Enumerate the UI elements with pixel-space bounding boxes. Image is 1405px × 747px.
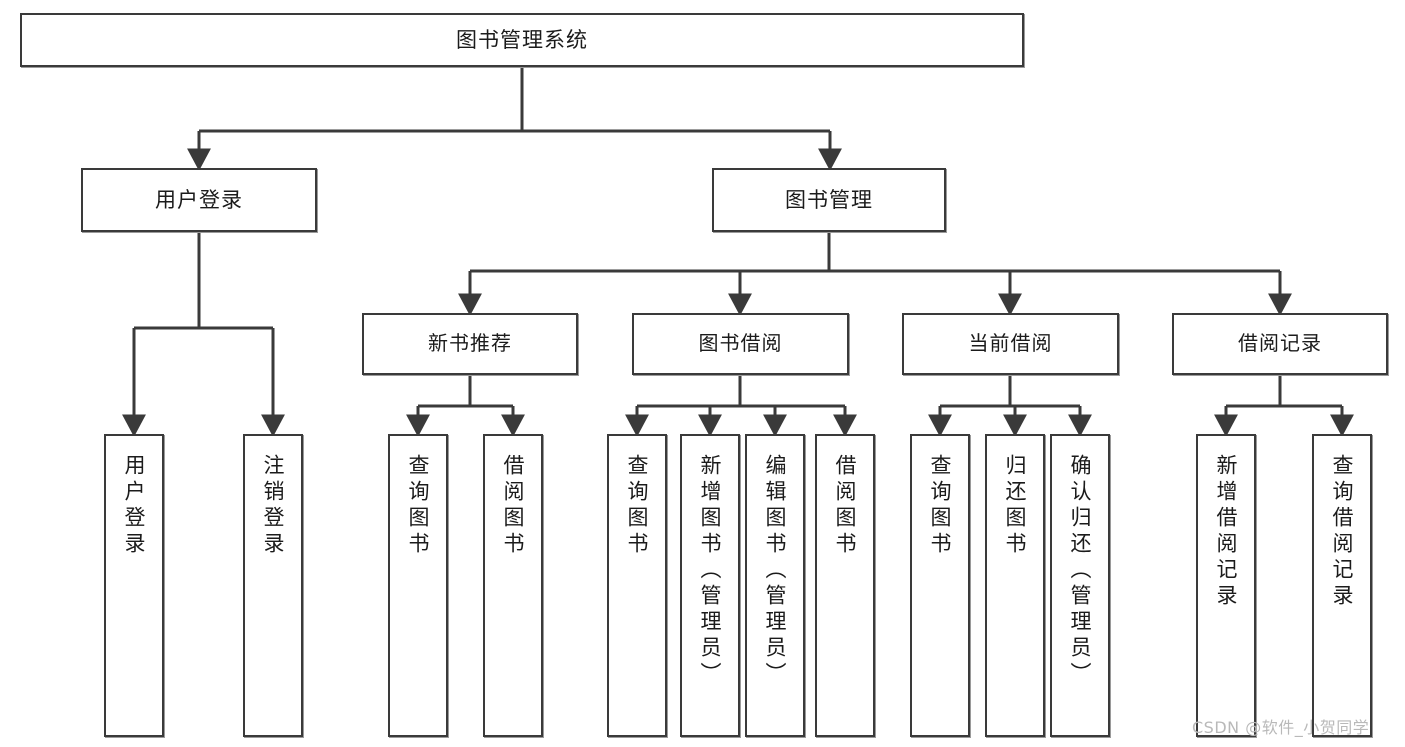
node-new-book-recommend[interactable]: 新书推荐 (362, 313, 578, 375)
node-label: 新增图书（管理员） (698, 454, 723, 688)
leaf-logout[interactable]: 注销登录 (243, 434, 303, 737)
node-current-borrow[interactable]: 当前借阅 (902, 313, 1119, 375)
leaf-query-borrow-record[interactable]: 查询借阅记录 (1312, 434, 1372, 737)
leaf-add-borrow-record[interactable]: 新增借阅记录 (1196, 434, 1256, 737)
node-label: 借阅记录 (1238, 331, 1322, 356)
node-label: 查询图书 (625, 454, 650, 558)
node-label: 借阅图书 (501, 454, 526, 558)
node-label: 注销登录 (261, 454, 286, 558)
node-user-login[interactable]: 用户登录 (81, 168, 317, 232)
leaf-add-book-admin[interactable]: 新增图书（管理员） (680, 434, 740, 737)
leaf-borrow-book[interactable]: 借阅图书 (815, 434, 875, 737)
node-label: 图书管理系统 (456, 27, 588, 52)
node-label: 新增借阅记录 (1214, 454, 1239, 610)
leaf-return-book[interactable]: 归还图书 (985, 434, 1045, 737)
node-label: 新书推荐 (428, 331, 512, 356)
node-label: 查询图书 (406, 454, 431, 558)
node-label: 用户登录 (122, 454, 147, 558)
leaf-edit-book-admin[interactable]: 编辑图书（管理员） (745, 434, 805, 737)
node-label: 归还图书 (1003, 454, 1028, 558)
leaf-query-book-current[interactable]: 查询图书 (910, 434, 970, 737)
node-label: 查询图书 (928, 454, 953, 558)
leaf-query-book-borrow[interactable]: 查询图书 (607, 434, 667, 737)
csdn-watermark: CSDN @软件_小贺同学 (1192, 718, 1370, 737)
node-label: 图书管理 (785, 187, 873, 212)
leaf-confirm-return-admin[interactable]: 确认归还（管理员） (1050, 434, 1110, 737)
node-label: 当前借阅 (968, 331, 1053, 356)
node-label: 图书借阅 (698, 331, 783, 356)
node-label: 编辑图书（管理员） (763, 454, 788, 688)
leaf-borrow-book-recommend[interactable]: 借阅图书 (483, 434, 543, 737)
node-label: 查询借阅记录 (1330, 454, 1355, 610)
node-book-management[interactable]: 图书管理 (712, 168, 946, 232)
node-label: 确认归还（管理员） (1068, 454, 1093, 688)
node-borrow-record[interactable]: 借阅记录 (1172, 313, 1388, 375)
node-book-borrow[interactable]: 图书借阅 (632, 313, 849, 375)
node-label: 用户登录 (155, 187, 243, 212)
leaf-query-book-recommend[interactable]: 查询图书 (388, 434, 448, 737)
node-label: 借阅图书 (833, 454, 858, 558)
leaf-user-login[interactable]: 用户登录 (104, 434, 164, 737)
node-root[interactable]: 图书管理系统 (20, 13, 1024, 67)
